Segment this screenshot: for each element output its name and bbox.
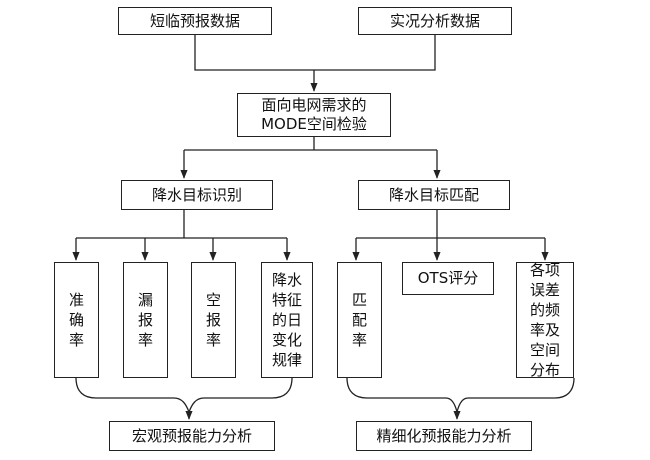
diurnal-variation-box: 降水特征的日变化规律 — [261, 262, 313, 378]
split-connector — [184, 137, 437, 151]
ots-score-box: OTS评分 — [402, 262, 494, 295]
error-frequency-label: 各项误差的频率及空间分布 — [529, 261, 560, 379]
precip-target-match-box: 降水目标匹配 — [358, 180, 510, 210]
accuracy-box: 准确率 — [54, 262, 99, 378]
target-match-label: 降水目标匹配 — [388, 185, 479, 204]
fine-analysis-label: 精细化预报能力分析 — [376, 426, 512, 445]
merge-connector — [194, 34, 436, 71]
mode-spatial-check-box: 面向电网需求的MODE空间检验 — [237, 93, 391, 137]
macro-forecast-analysis-box: 宏观预报能力分析 — [109, 421, 275, 451]
match-rate-box: 匹配率 — [337, 262, 382, 378]
fine-forecast-analysis-box: 精细化预报能力分析 — [356, 421, 532, 451]
false-alarm-rate-box: 空报率 — [191, 262, 236, 378]
short-forecast-label: 短临预报数据 — [149, 11, 240, 30]
precip-target-identify-box: 降水目标识别 — [121, 180, 273, 210]
false-alarm-rate-label: 空报率 — [205, 291, 221, 349]
ots-score-label: OTS评分 — [417, 269, 479, 287]
match-rate-label: 匹配率 — [351, 291, 367, 349]
left-brace — [75, 377, 293, 414]
miss-rate-box: 漏报率 — [123, 262, 168, 378]
short-forecast-data-box: 短临预报数据 — [118, 7, 272, 35]
right-brace — [346, 377, 575, 413]
error-frequency-box: 各项误差的频率及空间分布 — [516, 261, 574, 379]
mode-check-label: 面向电网需求的MODE空间检验 — [261, 96, 367, 133]
macro-analysis-label: 宏观预报能力分析 — [131, 426, 252, 445]
diurnal-variation-label: 降水特征的日变化规律 — [271, 271, 302, 369]
left-fanout-connector — [76, 210, 287, 239]
accuracy-label: 准确率 — [68, 291, 84, 349]
target-identify-label: 降水目标识别 — [151, 185, 242, 204]
observed-analysis-data-box: 实况分析数据 — [358, 7, 512, 35]
observed-analysis-label: 实况分析数据 — [389, 11, 480, 30]
miss-rate-label: 漏报率 — [137, 291, 153, 349]
right-fanout-connector — [356, 210, 545, 239]
